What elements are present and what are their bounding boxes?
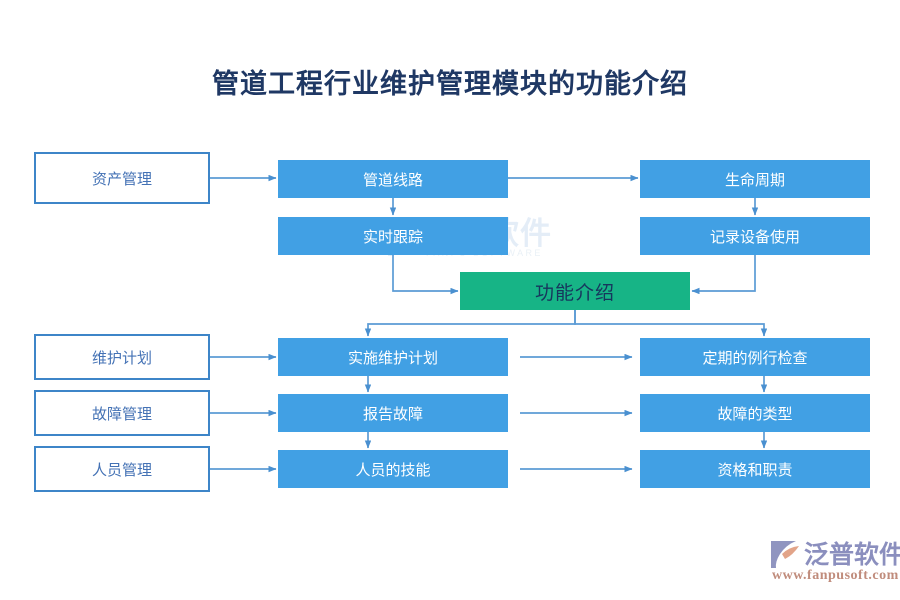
node-right-usage[interactable]: 记录设备使用: [640, 217, 870, 255]
edge-center-to-plan: [364, 310, 576, 337]
node-mid-skill[interactable]: 人员的技能: [278, 450, 508, 488]
node-cat-asset[interactable]: 资产管理: [34, 152, 210, 204]
node-center-feature-intro[interactable]: 功能介绍: [460, 272, 690, 310]
node-label: 管道线路: [362, 171, 423, 189]
edge-tracking-to-center: [392, 255, 459, 295]
brand-name: 泛普软件: [804, 541, 900, 569]
node-label: 生命周期: [724, 171, 785, 189]
brand-logo: 泛普软件 www.fanpusoft.com: [768, 534, 900, 590]
node-right-lifecycle[interactable]: 生命周期: [640, 160, 870, 198]
node-mid-tracking[interactable]: 实时跟踪: [278, 217, 508, 255]
node-label: 定期的例行检查: [702, 349, 808, 367]
node-label: 故障的类型: [717, 405, 793, 423]
page-title: 管道工程行业维护管理模块的功能介绍: [212, 69, 688, 99]
node-label: 实时跟踪: [362, 228, 423, 246]
node-label: 实施维护计划: [347, 349, 438, 367]
brand-mark-icon: [771, 541, 799, 568]
node-right-faulttype[interactable]: 故障的类型: [640, 394, 870, 432]
node-label: 报告故障: [362, 405, 423, 423]
node-cat-maintain[interactable]: 维护计划: [34, 334, 210, 380]
node-label: 资格和职责: [717, 461, 793, 479]
node-label: 故障管理: [91, 405, 152, 423]
node-label: 人员管理: [91, 461, 152, 479]
node-right-inspect[interactable]: 定期的例行检查: [640, 338, 870, 376]
node-label: 维护计划: [91, 349, 152, 367]
node-label: 资产管理: [91, 170, 152, 188]
edge-center-to-inspect: [574, 310, 768, 337]
node-label: 人员的技能: [355, 461, 431, 479]
node-label: 记录设备使用: [709, 228, 800, 246]
node-mid-pipeline[interactable]: 管道线路: [278, 160, 508, 198]
node-mid-plan[interactable]: 实施维护计划: [278, 338, 508, 376]
node-right-duty[interactable]: 资格和职责: [640, 450, 870, 488]
node-cat-personnel[interactable]: 人员管理: [34, 446, 210, 492]
edge-usage-to-center: [691, 255, 756, 295]
node-cat-fault[interactable]: 故障管理: [34, 390, 210, 436]
node-mid-report[interactable]: 报告故障: [278, 394, 508, 432]
brand-url: www.fanpusoft.com: [772, 568, 899, 583]
node-label: 功能介绍: [534, 282, 615, 304]
